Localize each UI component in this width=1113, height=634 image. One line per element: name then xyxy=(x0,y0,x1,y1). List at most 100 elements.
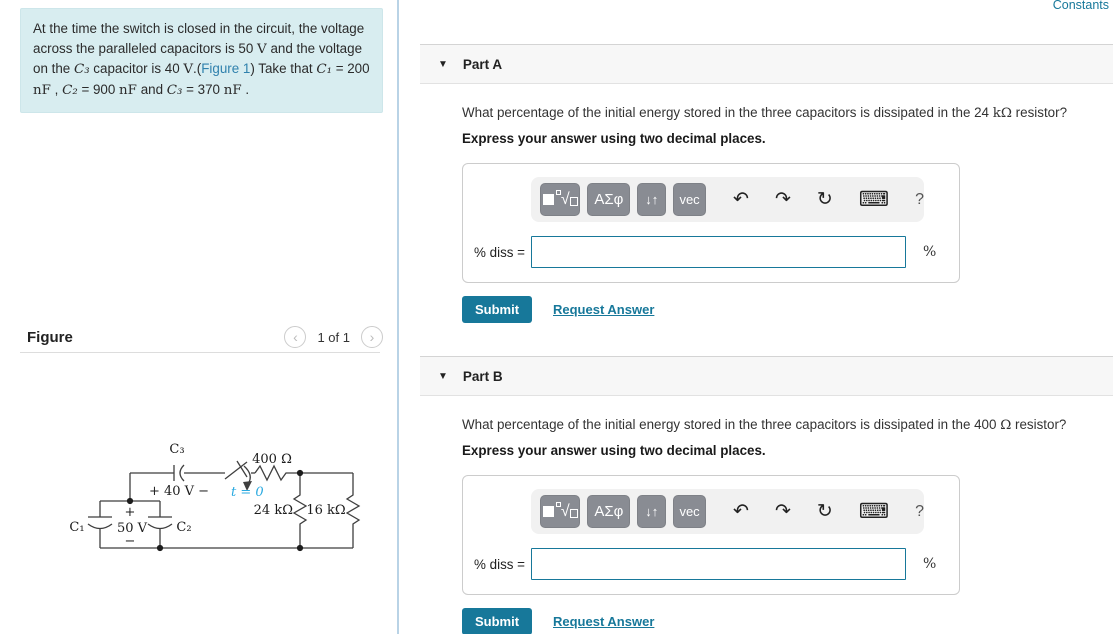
problem-text: and xyxy=(136,81,167,97)
collapse-caret-icon: ▼ xyxy=(438,58,448,70)
part-b-question: What percentage of the initial energy st… xyxy=(462,417,1113,433)
resistor-16k xyxy=(345,473,361,548)
circuit-diagram: C₃ 400 Ω + 40 V − t = 0 24 kΩ 16 kΩ C₁ C… xyxy=(69,442,361,552)
next-figure-button[interactable]: › xyxy=(361,326,383,348)
var-c2: C₂ xyxy=(62,82,78,98)
reset-icon[interactable]: ↻ xyxy=(816,189,833,210)
problem-text: = 900 xyxy=(77,81,120,97)
unit-ohm: Ω xyxy=(1000,418,1012,433)
problem-text: . xyxy=(241,81,250,97)
toolbar-icons: ↶ ↷ ↻ ⌨ ? xyxy=(733,189,924,210)
label-plus: + xyxy=(125,505,136,520)
parts-panel: Constants ▼ Part A What percentage of th… xyxy=(420,0,1113,634)
prev-figure-button[interactable]: ‹ xyxy=(284,326,307,348)
arrows-button[interactable]: ↓↑ xyxy=(637,495,667,528)
filled-square-icon xyxy=(542,506,554,517)
part-a-question: What percentage of the initial energy st… xyxy=(462,105,1113,121)
redo-icon[interactable]: ↷ xyxy=(774,501,791,522)
equation-toolbar: √ ΑΣφ ↓↑ vec ↶ ↷ ↻ ⌨ ? xyxy=(531,489,924,534)
label-50v: 50 V xyxy=(117,521,148,536)
part-b-answer-input[interactable] xyxy=(531,548,906,580)
label-16kohm: 16 kΩ xyxy=(306,503,345,518)
problem-text: = 370 xyxy=(182,81,224,97)
help-icon[interactable]: ? xyxy=(915,502,924,520)
toolbar-icons: ↶ ↷ ↻ ⌨ ? xyxy=(733,501,924,522)
answer-input-row: % diss = % xyxy=(463,236,959,268)
redo-icon[interactable]: ↷ xyxy=(774,189,791,210)
part-b-title: Part B xyxy=(462,368,503,384)
problem-text: = 200 xyxy=(331,61,370,76)
radicand-box-icon xyxy=(569,197,578,206)
switch xyxy=(224,461,248,480)
filled-square-icon xyxy=(542,194,554,205)
figure-title: Figure xyxy=(27,328,73,346)
panel-divider xyxy=(397,0,399,634)
label-c3: C₃ xyxy=(169,442,184,457)
figure-divider xyxy=(20,352,380,353)
item-panel: At the time the switch is closed in the … xyxy=(0,0,397,634)
help-icon[interactable]: ? xyxy=(915,190,924,208)
exponent-box-icon xyxy=(555,190,561,195)
figure-header: Figure ‹ 1 of 1 › xyxy=(20,322,383,352)
answer-unit: % xyxy=(923,244,937,260)
part-a-submit-button[interactable]: Submit xyxy=(462,296,532,323)
unit-volt: V xyxy=(257,41,267,57)
vector-button[interactable]: vec xyxy=(673,495,707,528)
question-text: resistor? xyxy=(1011,417,1067,432)
arrows-button[interactable]: ↓↑ xyxy=(637,183,667,216)
greek-symbols-button[interactable]: ΑΣφ xyxy=(587,183,631,216)
part-a-title: Part A xyxy=(462,56,503,72)
problem-text: .( xyxy=(193,61,202,76)
radical-icon: √ xyxy=(560,502,570,520)
reset-icon[interactable]: ↻ xyxy=(816,501,833,522)
part-b-request-answer-link[interactable]: Request Answer xyxy=(553,614,655,629)
part-b-submit-row: Submit Request Answer xyxy=(462,608,1113,634)
label-t0: t = 0 xyxy=(231,485,264,500)
collapse-caret-icon: ▼ xyxy=(438,370,448,382)
label-24kohm: 24 kΩ xyxy=(254,503,293,518)
unit-nf: nF xyxy=(223,82,242,98)
answer-label: % diss = xyxy=(474,244,525,260)
figure-pager: ‹ 1 of 1 › xyxy=(284,326,383,348)
part-a-request-answer-link[interactable]: Request Answer xyxy=(553,302,655,317)
template-menu-button[interactable]: √ xyxy=(540,495,581,528)
part-a-express: Express your answer using two decimal pl… xyxy=(462,131,766,146)
problem-statement: At the time the switch is closed in the … xyxy=(20,8,383,113)
problem-text: ) Take that xyxy=(250,61,317,76)
resistor-400 xyxy=(254,464,353,482)
constants-row: Constants xyxy=(420,0,1113,44)
part-a-answer-input[interactable] xyxy=(531,236,906,268)
part-b-answer-box: √ ΑΣφ ↓↑ vec ↶ ↷ ↻ ⌨ ? xyxy=(462,475,960,595)
undo-icon[interactable]: ↶ xyxy=(733,501,749,522)
part-a-header[interactable]: ▼ Part A xyxy=(420,44,1113,84)
unit-volt: V xyxy=(183,62,194,77)
problem-text: At the time the switch is closed in the … xyxy=(33,21,365,56)
part-b-submit-button[interactable]: Submit xyxy=(462,608,532,634)
label-400ohm: 400 Ω xyxy=(252,452,292,467)
part-b-header[interactable]: ▼ Part B xyxy=(420,356,1113,396)
figure-page-indicator: 1 of 1 xyxy=(317,329,350,345)
radical-icon: √ xyxy=(560,190,570,208)
keyboard-icon[interactable]: ⌨ xyxy=(858,188,890,211)
var-c3: C₃ xyxy=(73,62,90,77)
template-menu-button[interactable]: √ xyxy=(540,183,581,216)
part-a-answer-box: √ ΑΣφ ↓↑ vec ↶ ↷ ↻ ⌨ ? xyxy=(462,163,960,283)
constants-link[interactable]: Constants xyxy=(1052,0,1109,12)
problem-text: capacitor is 40 xyxy=(89,61,184,76)
var-c1: C₁ xyxy=(316,62,332,77)
greek-symbols-button[interactable]: ΑΣφ xyxy=(587,495,631,528)
radicand-box-icon xyxy=(569,509,578,518)
unit-nf: nF xyxy=(33,82,51,98)
keyboard-icon[interactable]: ⌨ xyxy=(858,500,890,523)
problem-text: , xyxy=(50,81,63,97)
part-b-express: Express your answer using two decimal pl… xyxy=(462,443,766,458)
vector-button[interactable]: vec xyxy=(673,183,707,216)
undo-icon[interactable]: ↶ xyxy=(733,189,749,210)
unit-kohm: kΩ xyxy=(992,106,1012,121)
answer-input-row: % diss = % xyxy=(463,548,959,580)
label-c1: C₁ xyxy=(69,520,84,535)
label-minus: − xyxy=(125,534,136,549)
part-b-section: ▼ Part B What percentage of the initial … xyxy=(420,356,1113,634)
figure-link[interactable]: Figure 1 xyxy=(201,61,251,76)
